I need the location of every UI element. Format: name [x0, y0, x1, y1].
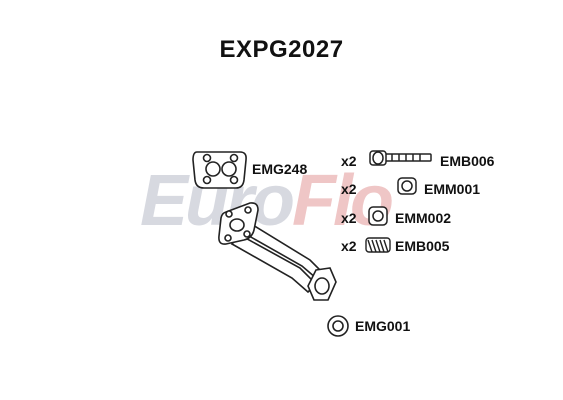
watermark-flo: Flo — [292, 161, 394, 241]
ring-emg001-drawing — [327, 315, 349, 337]
qty-emm001: x2 — [341, 181, 357, 197]
label-emg001: EMG001 — [355, 318, 411, 334]
label-emb005: EMB005 — [395, 238, 450, 254]
spring-emb005-drawing — [365, 237, 391, 253]
label-emm001: EMM001 — [424, 181, 481, 197]
gasket-emg248-drawing — [192, 151, 247, 189]
label-emg248: EMG248 — [252, 161, 308, 177]
diagram-title: EXPG2027 — [219, 36, 344, 63]
qty-emb006: x2 — [341, 153, 357, 169]
bolt-emb006-drawing — [369, 150, 432, 166]
qty-emm002: x2 — [341, 210, 357, 226]
nut-emm001-drawing — [397, 177, 417, 195]
nut-emm002-drawing — [368, 206, 388, 226]
qty-emb005: x2 — [341, 238, 357, 254]
label-emm002: EMM002 — [395, 210, 452, 226]
front-pipe-drawing — [218, 202, 337, 301]
label-emb006: EMB006 — [440, 153, 495, 169]
